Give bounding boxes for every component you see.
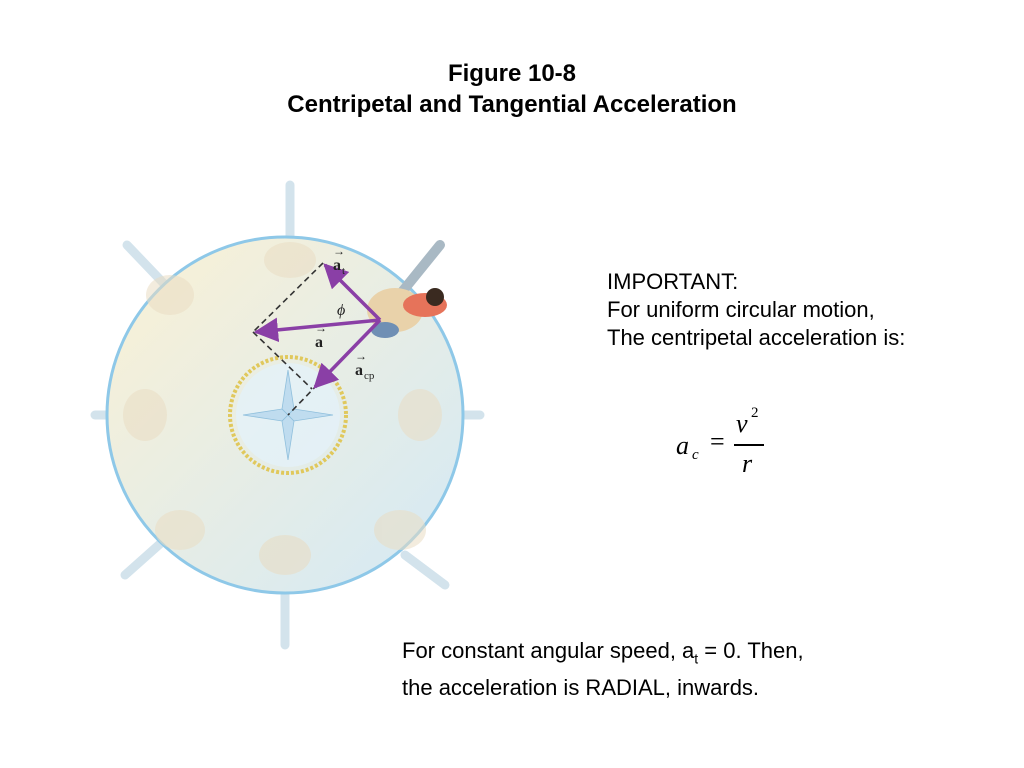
- important-note: IMPORTANT: For uniform circular motion, …: [607, 268, 905, 352]
- formula-sub-c: c: [692, 447, 699, 463]
- formula-a: a: [676, 431, 689, 460]
- formula-numerator: v: [736, 409, 748, 438]
- net-acceleration-vector: [253, 317, 381, 343]
- important-heading: IMPORTANT:: [607, 269, 739, 294]
- important-line-3: The centripetal acceleration is:: [607, 325, 906, 350]
- important-line-2: For uniform circular motion,: [607, 297, 875, 322]
- slide-title: Figure 10-8 Centripetal and Tangential A…: [0, 58, 1024, 120]
- label-phi: ϕ: [337, 302, 345, 319]
- formula-equals: =: [710, 427, 725, 456]
- figure-number: Figure 10-8: [447, 60, 577, 87]
- centripetal-acceleration-vector: [313, 318, 382, 389]
- label-a-cp: a: [355, 362, 363, 379]
- fraction-bar: [734, 444, 764, 446]
- label-a: a: [315, 334, 323, 351]
- bottom-note: For constant angular speed, at = 0. Then…: [402, 636, 804, 703]
- label-a-t-arrow: →: [333, 244, 345, 258]
- figure-caption: Centripetal and Tangential Acceleration: [287, 91, 737, 118]
- carousel-figure: a t → ϕ a → a cp →: [85, 175, 495, 655]
- note-line-1-start: For constant angular speed, a: [402, 638, 695, 663]
- vector-labels: a t → ϕ a → a cp →: [315, 244, 375, 382]
- label-a-cp-sub: cp: [364, 370, 375, 382]
- formula-exponent: 2: [751, 405, 759, 421]
- label-a-t: a: [333, 257, 341, 274]
- carousel-diagram: a t → ϕ a → a cp →: [90, 180, 485, 650]
- formula-denominator: r: [742, 449, 753, 478]
- hub-rim: [228, 355, 348, 475]
- label-a-arrow: →: [315, 321, 327, 335]
- note-line-1-sub: t: [694, 650, 699, 667]
- tangential-acceleration-vector: [323, 263, 382, 322]
- centripetal-formula: a c = v 2 r: [676, 405, 776, 485]
- label-a-t-sub: t: [342, 265, 345, 277]
- note-line-2: the acceleration is RADIAL, inwards.: [402, 675, 760, 701]
- note-line-1-end: = 0. Then,: [698, 638, 804, 663]
- label-a-cp-arrow: →: [355, 349, 367, 363]
- faded-riders: [123, 242, 442, 575]
- note-line-1: For constant angular speed, at = 0. Then…: [402, 636, 804, 673]
